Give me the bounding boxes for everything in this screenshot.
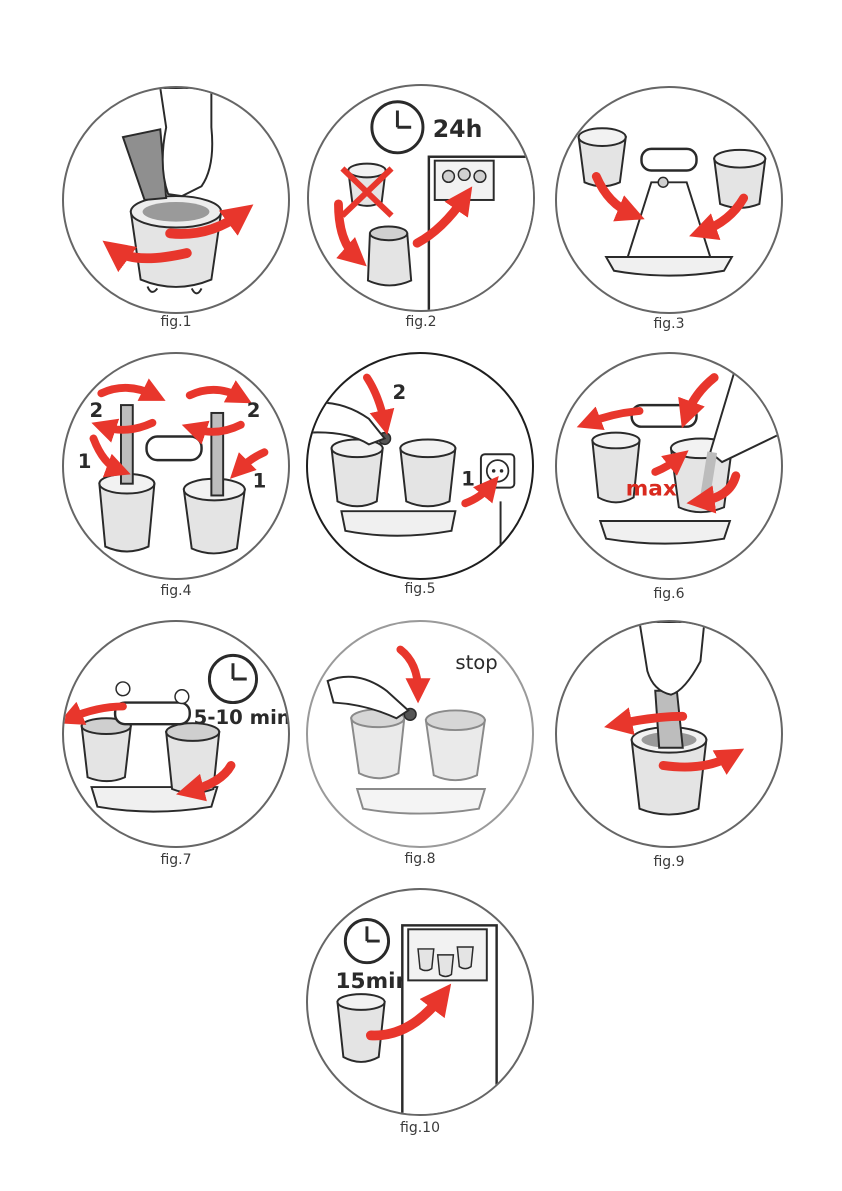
maker-base [600, 521, 730, 544]
caption-fig2: fig.2 [361, 314, 481, 330]
time-label: 24h [433, 115, 483, 143]
step-number: 2 [247, 399, 261, 422]
clock-icon [209, 655, 256, 702]
fig8-illustration: stop [308, 622, 532, 846]
figure-3 [555, 86, 783, 314]
maker-base [341, 511, 455, 536]
fig7-illustration: 5-10 min [64, 622, 288, 846]
lid-handle [641, 149, 696, 171]
caption-fig3: fig.3 [609, 316, 729, 332]
figure-5: 2 1 [306, 352, 534, 580]
figure-10: 15min [306, 888, 534, 1116]
cloth [123, 129, 166, 200]
milk-jug [710, 374, 781, 462]
hand [160, 88, 212, 196]
fig6-illustration: max [557, 354, 781, 578]
fig3-illustration [557, 88, 781, 312]
step-number: 2 [90, 399, 104, 422]
clock-icon [345, 919, 388, 962]
fig10-illustration: 15min [308, 890, 532, 1114]
clock-icon [372, 102, 423, 153]
caption-fig6: fig.6 [609, 586, 729, 602]
arrow-press [367, 378, 385, 423]
caption-fig8: fig.8 [360, 851, 480, 867]
figure-6: max [555, 352, 783, 580]
max-level-label: max [626, 476, 677, 501]
hand [308, 402, 385, 444]
maker-base [606, 257, 732, 276]
stirrer-right [211, 413, 223, 496]
arrow-pour [687, 378, 715, 415]
arrow-press-stop [400, 650, 418, 691]
figure-2: 24h [307, 84, 535, 312]
fig9-illustration [557, 622, 781, 846]
stop-label: stop [455, 651, 497, 674]
caption-fig7: fig.7 [116, 852, 236, 868]
fig1-illustration [64, 88, 288, 312]
step-number: 1 [78, 450, 92, 473]
fig5-illustration: 2 1 [308, 354, 532, 578]
caption-fig1: fig.1 [116, 314, 236, 330]
figure-7: 5-10 min [62, 620, 290, 848]
caption-fig9: fig.9 [609, 854, 729, 870]
lid-handle [147, 437, 202, 461]
fig4-illustration: 2 2 1 1 [64, 354, 288, 578]
stirrer-left [121, 405, 133, 484]
maker-base [357, 789, 485, 814]
figure-9 [555, 620, 783, 848]
step-number: 1 [461, 468, 475, 491]
hand [640, 622, 705, 695]
time-label: 5-10 min [194, 706, 288, 729]
caption-fig10: fig.10 [360, 1120, 480, 1136]
figure-8: stop [306, 620, 534, 848]
caption-fig5: fig.5 [360, 581, 480, 597]
time-label: 15min [336, 969, 411, 994]
figure-1 [62, 86, 290, 314]
caption-fig4: fig.4 [116, 583, 236, 599]
step-number: 1 [253, 470, 267, 493]
fig2-illustration: 24h [309, 86, 533, 310]
step-number: 2 [392, 381, 406, 404]
figure-4: 2 2 1 1 [62, 352, 290, 580]
